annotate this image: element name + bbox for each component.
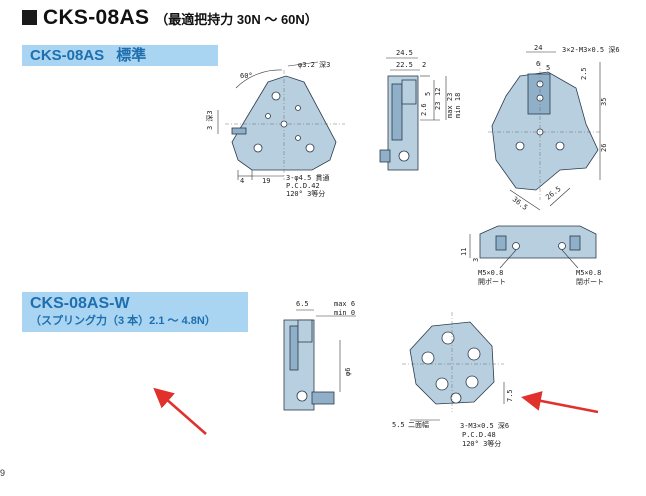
right-body-shape [491,71,599,191]
model-title: CKS-08AS [43,6,150,29]
dim-w2: 2 [422,61,426,69]
dim-w4: 4 [240,177,244,185]
dim-h26: 2.6 [420,103,428,116]
dim-max: max 23 [446,93,454,118]
dim-min: min 18 [454,93,462,118]
page-title: CKS-08AS （最適把持力 30N ～ 60N） [22,6,318,36]
w-front-view-drawing [402,312,505,421]
w-hole-4 [435,377,449,391]
grip-force-subtitle: （最適把持力 30N ～ 60N） [155,12,318,27]
side-view-drawing [379,57,447,171]
section-label-standard: 標準 [116,47,147,64]
dim-h3: 3 [472,258,480,262]
port-open-size: M5×0.8 [478,269,503,277]
w-hole-5 [465,375,479,389]
dim-a365: 36.5 [511,195,529,212]
dim-w55: 5.5 [392,421,405,429]
dim-h75: 7.5 [506,389,514,402]
section-band-standard: CKS-08AS 標準 [22,45,218,66]
w-hole-2 [421,351,435,365]
note-holes-2: P.C.D.42 [286,182,320,190]
front-hole-2 [253,143,263,153]
w-side-view-drawing [283,309,356,411]
dim-h35: 35 [600,98,608,106]
side-port [398,150,410,162]
dim-h11: 11 [460,248,468,256]
dim-h23: 23 [434,102,442,110]
section-model: CKS-08AS [30,47,105,64]
dim-d5: 5 [546,64,550,72]
note-tap: 3×2-M3×0.5 深6 [562,45,620,54]
dim-h5: 5 [424,92,432,96]
page-number: 9 [0,468,6,478]
note-two-flats: 二面幅 [408,420,429,429]
w-hole-1 [441,331,455,345]
bottom-view-drawing [469,225,597,269]
section-model-w: CKS-08AS-W [30,295,130,312]
bottom-body [479,225,597,259]
dim-w19: 19 [262,177,270,185]
dim-min0: min 0 [334,309,355,317]
dim-h25: 2.5 [580,67,588,80]
dim-angle: 60° [240,72,253,80]
front-center-hole [280,120,288,128]
dim-d6: φ6 [344,368,352,376]
port-open-label: 開ポート [478,278,506,286]
dim-h12: 12 [434,88,442,96]
red-arrow-left [153,387,207,435]
title-square-marker [22,10,37,25]
note-w-angle: 120° 3等分 [462,439,501,448]
w-hole-3 [467,347,481,361]
red-arrow-right [521,391,599,414]
w-hole-6 [450,392,462,404]
front-hole-3 [305,143,315,153]
note-w-tap: 3-M3×0.5 深6 [460,421,509,430]
front-hole-1 [271,91,281,101]
dim-a265: 26.5 [544,185,562,202]
dim-max6: max 6 [334,300,355,308]
front-view-drawing [217,61,345,180]
note-w-pcd: P.C.D.48 [462,431,496,439]
dim-w225: 22.5 [396,61,413,69]
dim-w245: 24.5 [396,49,413,57]
dim-w6: 6 [536,60,540,68]
port-close-label: 閉ポート [576,278,604,286]
note-holes-3: 120° 3等分 [286,189,325,198]
dim-depth3: 3 深3 [205,110,214,130]
dim-hole-depth: φ3.2 深3 [298,60,330,69]
note-holes-1: 3-φ4.5 貫通 [286,173,330,182]
port-close-size: M5×0.8 [576,269,601,277]
right-view-drawing [488,51,602,211]
dim-w65: 6.5 [296,300,309,308]
spring-force-label: （スプリング力（3 本）2.1 ～ 4.8N） [30,315,216,327]
dim-h26-right: 26 [600,144,608,152]
dim-w24: 24 [534,44,542,52]
section-band-spring: CKS-08AS-W （スプリング力（3 本）2.1 ～ 4.8N） [22,292,248,332]
